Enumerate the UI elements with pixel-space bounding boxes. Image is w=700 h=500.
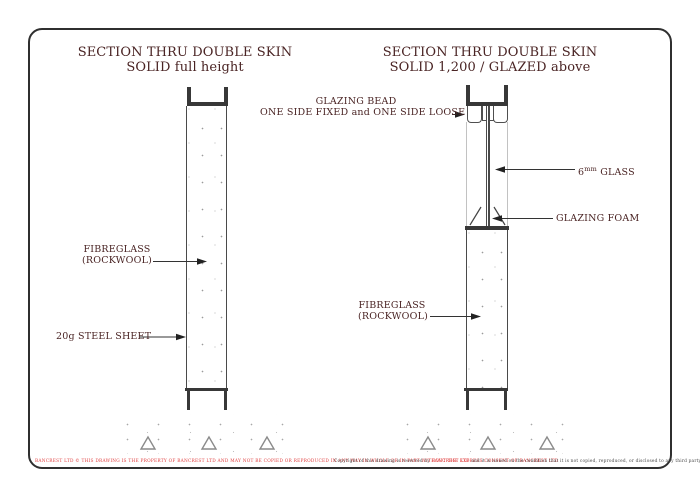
left-panel-top-post-left xyxy=(187,87,191,106)
steel-sheet-label: 20g STEEL SHEET xyxy=(56,331,152,342)
fibreglass-right-label: FIBREGLASS (ROCKWOOL) xyxy=(358,300,429,322)
copyright-text-2: and it is issued on the condition that i… xyxy=(471,459,700,464)
left-title-line1: SECTION THRU DOUBLE SKIN xyxy=(77,45,293,60)
left-panel-top-cap xyxy=(187,102,228,106)
arrowhead-glazing-foam xyxy=(492,215,502,222)
fibreglass-right-line2: (ROCKWOOL) xyxy=(358,310,429,322)
glass-label-unit: mm xyxy=(584,165,597,173)
glazing-foam-label: GLAZING FOAM xyxy=(556,212,640,224)
left-panel-bottom-leg-left xyxy=(187,391,190,410)
company-name-1: BANCREST LTD xyxy=(431,459,470,464)
drawing-sheet-border xyxy=(28,28,672,469)
fibreglass-left-line1: FIBREGLASS xyxy=(83,244,151,255)
fibreglass-left-label: FIBREGLASS (ROCKWOOL) xyxy=(67,244,167,266)
right-title-line2: SOLID 1,200 / GLAZED above xyxy=(389,59,591,75)
glazing-bead-label: GLAZING BEAD ONE SIDE FIXED and ONE SIDE… xyxy=(260,96,466,118)
ground-triangle-icon xyxy=(419,435,437,450)
glass-pane-line-right xyxy=(488,106,490,227)
left-panel-top-post-right xyxy=(224,87,228,106)
glazing-bead-label-line2: ONE SIDE FIXED and ONE SIDE LOOSE xyxy=(260,106,466,118)
right-panel-bottom-leg-left xyxy=(466,391,469,410)
arrowhead-fibreglass-right xyxy=(471,313,481,320)
glazing-bead-label-line1: GLAZING BEAD xyxy=(315,96,397,107)
arrowhead-fibreglass-left xyxy=(197,258,207,265)
left-panel-body-insulation xyxy=(186,106,227,388)
glazing-foam-diagonal-right xyxy=(493,206,506,226)
copyright-notice-right: Copyright of this drawing is reserved by… xyxy=(334,459,700,464)
ground-triangle-icon xyxy=(479,435,497,450)
glass-label-text: GLASS xyxy=(596,167,635,179)
left-section-title: SECTION THRU DOUBLE SKIN SOLID full heig… xyxy=(70,45,300,75)
right-panel-bottom-leg-right xyxy=(504,391,507,410)
right-panel-bottom-bar xyxy=(464,388,508,391)
copyright-text-1: Copyright of this drawing is reserved by xyxy=(334,459,432,464)
glazing-frame-edge-right xyxy=(507,122,509,227)
ground-triangle-icon xyxy=(258,435,276,450)
arrowhead-steel-sheet xyxy=(176,333,186,341)
arrowhead-glazing-bead xyxy=(455,111,465,118)
right-panel-top-post-left xyxy=(466,85,470,105)
glazing-bead-left xyxy=(467,106,482,123)
right-title-line1: SECTION THRU DOUBLE SKIN xyxy=(382,45,598,60)
right-panel-solid-top-bar xyxy=(465,226,509,230)
fibreglass-left-line2: (ROCKWOOL) xyxy=(81,254,153,266)
ground-triangle-icon xyxy=(139,435,157,450)
left-panel-bottom-leg-right xyxy=(224,391,227,410)
left-title-line2: SOLID full height xyxy=(126,59,244,75)
left-panel-bottom-bar xyxy=(185,388,228,391)
right-panel-top-post-right xyxy=(504,85,508,105)
glazing-foam-diagonal-left xyxy=(469,206,482,226)
glass-pane-line-left xyxy=(485,106,487,227)
ground-triangle-icon xyxy=(538,435,556,450)
glass-label: 6mm GLASS xyxy=(578,164,635,179)
arrowhead-glass xyxy=(495,166,505,173)
right-section-title: SECTION THRU DOUBLE SKIN SOLID 1,200 / G… xyxy=(375,45,605,75)
glass-label-number: 6 xyxy=(578,167,585,179)
ground-triangle-icon xyxy=(200,435,218,450)
right-panel-top-cap xyxy=(466,102,508,106)
right-panel-body-insulation xyxy=(466,230,508,388)
copyright-notice-left: BANCREST LTD © THIS DRAWING IS THE PROPE… xyxy=(35,459,559,464)
fibreglass-right-line1: FIBREGLASS xyxy=(358,300,426,311)
glazing-frame-edge-left xyxy=(466,122,468,227)
